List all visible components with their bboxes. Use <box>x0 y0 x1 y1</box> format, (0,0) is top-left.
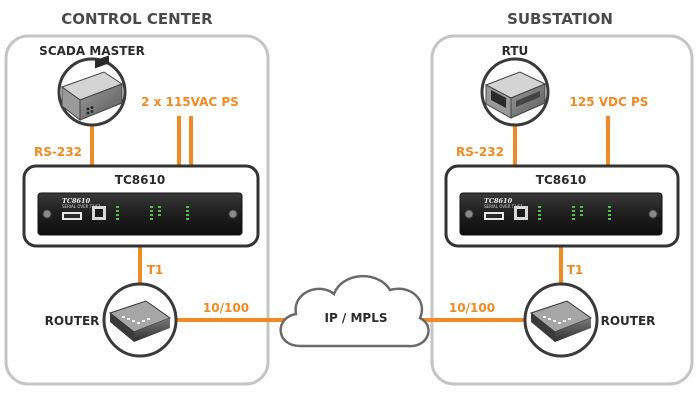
ss-tc8610-unit: TC8610 SERIAL OVER T1/E1 <box>459 192 663 236</box>
control-center-title: CONTROL CENTER <box>61 10 213 28</box>
svg-text:SERIAL OVER T1/E1: SERIAL OVER T1/E1 <box>484 204 524 209</box>
svg-text:TC8610: TC8610 <box>62 197 91 205</box>
scada-master-label: SCADA MASTER <box>39 44 145 58</box>
cc-serial-label: RS-232 <box>34 145 82 159</box>
substation-panel <box>430 34 694 386</box>
ss-ethernet-label: 10/100 <box>449 301 495 315</box>
substation-title: SUBSTATION <box>507 10 613 28</box>
ss-ps-label: 125 VDC PS <box>570 95 649 109</box>
cloud-icon <box>279 275 430 348</box>
cc-ethernet-label: 10/100 <box>203 301 249 315</box>
ss-t1-label: T1 <box>567 263 584 277</box>
cc-router-label: ROUTER <box>45 314 100 328</box>
svg-text:TC8610: TC8610 <box>484 197 513 205</box>
rtu-label: RTU <box>502 44 529 58</box>
ss-serial-label: RS-232 <box>456 145 504 159</box>
router-icon <box>523 282 599 358</box>
ss-router-label: ROUTER <box>601 314 656 328</box>
cloud-label: IP / MPLS <box>324 311 387 325</box>
rtu-icon <box>480 57 550 127</box>
control-center-panel <box>4 34 270 386</box>
scada-master-icon <box>57 55 127 127</box>
cc-t1-label: T1 <box>147 263 164 277</box>
svg-text:SERIAL OVER T1/E1: SERIAL OVER T1/E1 <box>62 204 102 209</box>
router-icon <box>102 282 178 358</box>
cc-tc8610-label: TC8610 <box>115 173 165 187</box>
cc-ps-label: 2 x 115VAC PS <box>141 95 239 109</box>
ss-tc8610-label: TC8610 <box>536 173 586 187</box>
cc-tc8610-unit: TC8610 SERIAL OVER T1/E1 <box>37 192 243 236</box>
